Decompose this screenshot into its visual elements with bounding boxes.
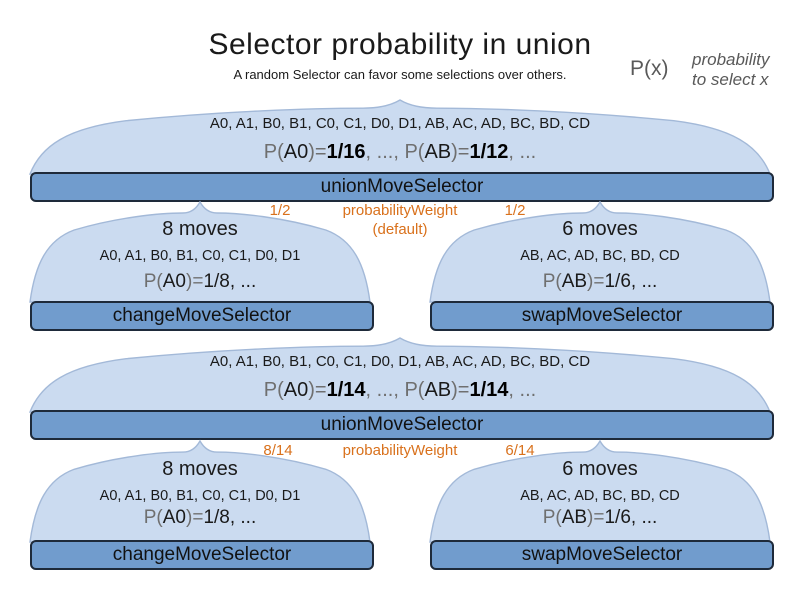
child-moves-list: AB, AC, AD, BC, BD, CD — [520, 248, 680, 264]
child-moves-count: 6 moves — [562, 458, 638, 480]
prob-text: , ..., — [365, 379, 405, 401]
child-probability-line: P(A0)=1/8, ... — [30, 271, 370, 293]
prob-text: )= — [308, 379, 327, 401]
union-moves-list: A0, A1, B0, B1, C0, C1, D0, D1, AB, AC, … — [209, 115, 591, 132]
union-probability-line: P(A0)=1/16, ..., P(AB)=1/12, ... — [30, 141, 770, 164]
prob-text: AB — [424, 141, 452, 163]
weight-label: probabilityWeight — [342, 202, 458, 219]
prob-text: 1/8, ... — [203, 271, 257, 292]
weight-right: 1/2 — [504, 202, 526, 219]
union-move-selector-bar: unionMoveSelector — [30, 172, 774, 202]
union-move-selector-bar: unionMoveSelector — [30, 410, 774, 440]
prob-text: 1/6, ... — [604, 507, 658, 528]
prob-text: AB — [561, 507, 588, 528]
union-cloud-shape — [30, 100, 770, 174]
prob-text: P( — [404, 379, 425, 401]
prob-text: A0 — [283, 379, 309, 401]
child-cloud-shape — [30, 441, 370, 542]
child-moves-count: 8 moves — [162, 458, 238, 480]
prob-text: , ... — [508, 379, 537, 401]
union-probability-line: P(A0)=1/14, ..., P(AB)=1/14, ... — [30, 379, 770, 402]
weight-left: 8/14 — [263, 442, 293, 459]
child-probability-line: P(AB)=1/6, ... — [430, 271, 770, 293]
prob-fraction: 1/12 — [469, 141, 509, 163]
prob-text: A0 — [162, 507, 186, 528]
legend-description-line2: to select x — [692, 70, 769, 89]
child-cloud-shape — [30, 202, 370, 302]
child-probability-line: P(AB)=1/6, ... — [430, 507, 770, 529]
weight-default-note: (default) — [372, 221, 428, 238]
prob-text: P( — [542, 507, 562, 528]
prob-text: )= — [587, 507, 605, 528]
prob-text: )= — [186, 507, 204, 528]
prob-text: )= — [451, 379, 470, 401]
prob-text: P( — [143, 271, 163, 292]
prob-fraction: 1/16 — [326, 141, 366, 163]
prob-text: 1/8, ... — [203, 507, 257, 528]
page-title: Selector probability in union — [208, 28, 592, 61]
prob-fraction: 1/14 — [326, 379, 366, 401]
prob-text: P( — [143, 507, 163, 528]
change-move-selector-bar: changeMoveSelector — [30, 540, 374, 570]
child-moves-count: 8 moves — [162, 218, 238, 240]
legend-description-line1: probability — [692, 50, 770, 69]
child-moves-list: A0, A1, B0, B1, C0, C1, D0, D1 — [99, 248, 301, 264]
swap-move-selector-bar: swapMoveSelector — [430, 540, 774, 570]
prob-text: P( — [404, 141, 425, 163]
prob-fraction: 1/14 — [469, 379, 509, 401]
prob-text: P( — [263, 141, 284, 163]
page-subtitle: A random Selector can favor some selecti… — [233, 67, 567, 82]
prob-text: )= — [587, 271, 605, 292]
change-move-selector-bar: changeMoveSelector — [30, 301, 374, 331]
union-cloud-shape — [30, 338, 770, 412]
prob-text: )= — [308, 141, 327, 163]
union-moves-list: A0, A1, B0, B1, C0, C1, D0, D1, AB, AC, … — [209, 353, 591, 370]
prob-text: 1/6, ... — [604, 271, 658, 292]
child-moves-count: 6 moves — [562, 218, 638, 240]
prob-text: , ..., — [365, 141, 405, 163]
child-cloud-shape — [430, 441, 770, 542]
legend-symbol: P(x) — [630, 57, 669, 80]
prob-text: AB — [561, 271, 588, 292]
prob-text: )= — [451, 141, 470, 163]
weight-right: 6/14 — [505, 442, 535, 459]
child-moves-list: A0, A1, B0, B1, C0, C1, D0, D1 — [99, 488, 301, 504]
legend-description: probability to select x — [692, 50, 797, 90]
child-cloud-shape — [430, 202, 770, 302]
prob-text: P( — [263, 379, 284, 401]
child-probability-line: P(A0)=1/8, ... — [30, 507, 370, 529]
prob-text: A0 — [162, 271, 186, 292]
weight-left: 1/2 — [269, 202, 291, 219]
prob-text: A0 — [283, 141, 309, 163]
child-moves-list: AB, AC, AD, BC, BD, CD — [520, 488, 680, 504]
prob-text: P( — [542, 271, 562, 292]
weight-label: probabilityWeight — [342, 442, 458, 459]
prob-text: )= — [186, 271, 204, 292]
swap-move-selector-bar: swapMoveSelector — [430, 301, 774, 331]
prob-text: , ... — [508, 141, 537, 163]
prob-text: AB — [424, 379, 452, 401]
